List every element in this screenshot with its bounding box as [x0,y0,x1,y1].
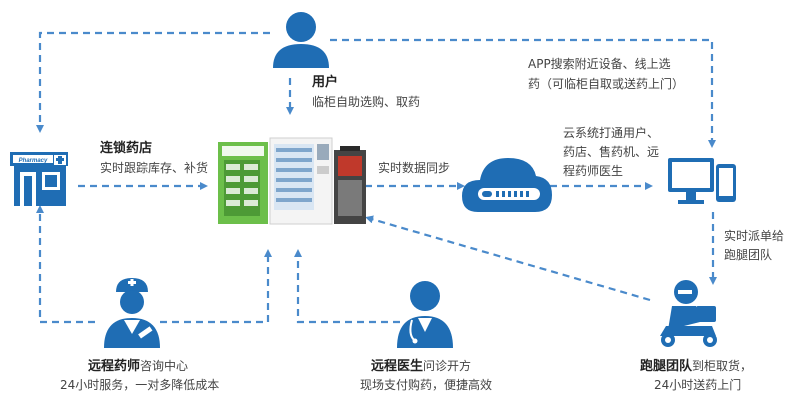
runner-title-suffix: 到柜取货， [692,359,753,373]
doctor-title-suffix: 问诊开方 [423,359,472,373]
devices-icon [668,158,736,204]
connector-pharmacist-to-pharmacy [36,205,95,324]
app-line1: APP搜索附近设备、线上选 [528,57,671,71]
cloud-desc-line1: 云系统打通用户、 [563,126,660,140]
pharmacist-title-suffix: 咨询中心 [140,359,189,373]
app-line2: 药（可临柜自取或送药上门） [528,77,685,91]
cloud-desc-line2: 药店、售药机、远 [563,145,660,159]
chain-pharmacy-title: 连锁药店 [100,141,153,156]
doctor-desc: 现场支付购药，便捷高效 [360,378,493,392]
doctor-icon [397,281,453,348]
pharmacist-desc: 24小时服务，一对多降低成本 [60,378,220,392]
pharmacist-title-line: 远程药师咨询中心 [88,358,188,375]
doctor-title-line: 远程医生问诊开方 [371,358,471,375]
user-desc: 临柜自助选购、取药 [312,95,421,109]
connector-runner-to-machine [365,215,651,302]
cloud-desc-line3: 程药师医生 [563,164,624,178]
user-icon [273,12,329,68]
pharmacist-icon [104,278,160,348]
dispatch-line1: 实时派单给 [724,229,785,243]
dispatch-line2: 跑腿团队 [724,248,773,262]
pharmacy-sign-text: Pharmacy [19,158,48,164]
connector-pharmacist-to-machine [160,249,272,324]
connector-user-to-pharmacy [36,31,270,133]
runner-title-line: 跑腿团队到柜取货， [640,358,752,375]
pharmacist-title: 远程药师 [88,359,141,374]
user-title: 用户 [312,75,339,90]
runner-desc: 24小时送药上门 [654,378,742,392]
pharmacy-icon: Pharmacy [10,152,68,206]
delivery-scooter-icon [660,280,717,347]
chain-pharmacy-desc: 实时跟踪库存、补货 [100,161,209,175]
sync-label: 实时数据同步 [378,161,451,175]
doctor-title: 远程医生 [371,359,424,374]
cloud-icon [462,158,552,212]
vending-machines [218,137,366,225]
connector-doctor-to-machine [294,249,400,324]
runner-title: 跑腿团队 [640,359,693,374]
